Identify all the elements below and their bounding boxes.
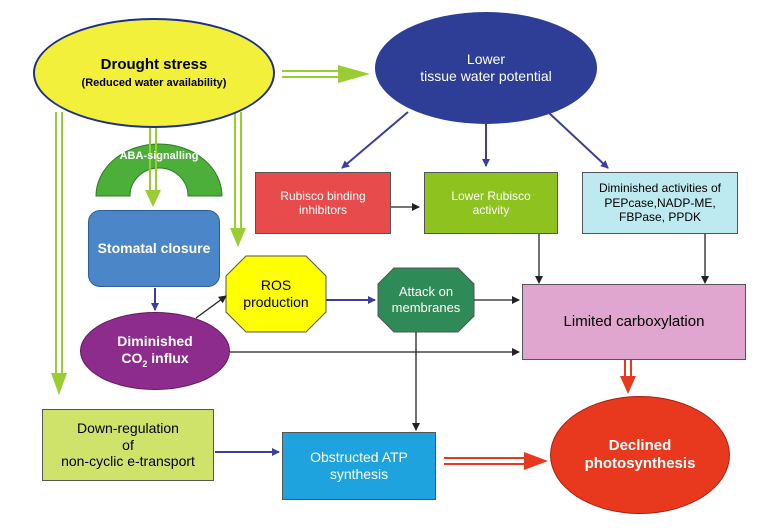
arrow-drought-to-ros xyxy=(230,112,246,247)
obstructed-atp-line1: Obstructed ATP xyxy=(310,449,408,466)
lower-water-potential-line1: Lower xyxy=(466,51,506,68)
diminished-enzymes-line1: Diminished activities of xyxy=(598,181,722,196)
stomatal-closure-node: Stomatal closure xyxy=(88,210,220,287)
lower-water-potential-node: Lower tissue water potential xyxy=(375,12,597,124)
obstructed-atp-node: Obstructed ATP synthesis xyxy=(282,432,436,500)
aba-signalling-label: ABA-signalling xyxy=(119,150,199,163)
arrow-drought-to-potential xyxy=(282,65,370,83)
rubisco-inhibitors-node: Rubisco binding inhibitors xyxy=(255,172,391,234)
lower-rubisco-node: Lower Rubisco activity xyxy=(424,172,558,234)
arrow-drought-to-downreg xyxy=(51,112,67,395)
attack-octagon xyxy=(377,267,475,333)
arrow-atp-to-declined xyxy=(444,452,548,470)
lower-rubisco-line2: activity xyxy=(472,203,510,217)
diminished-enzymes-line2: PEPcase,NADP-ME, xyxy=(604,195,716,210)
declined-line1: Declined xyxy=(608,437,672,454)
down-regulation-line3: non-cyclic e-transport xyxy=(61,453,195,470)
drought-stress-title: Drought stress xyxy=(100,55,208,73)
limited-carboxylation-node: Limited carboxylation xyxy=(522,284,746,360)
influx-text: influx xyxy=(147,349,189,366)
declined-photosynthesis-node: Declined photosynthesis xyxy=(550,396,730,514)
black-arrows xyxy=(195,203,709,431)
down-regulation-node: Down-regulation of non-cyclic e-transpor… xyxy=(42,409,214,481)
drought-stress-node: Drought stress (Reduced water availabili… xyxy=(33,18,275,128)
arrow-drought-to-stomatal xyxy=(145,128,161,207)
lower-water-potential-line2: tissue water potential xyxy=(420,68,552,84)
co2-subscript: 2 xyxy=(142,358,148,369)
purple-arrows xyxy=(151,111,609,456)
rubisco-inhibitors-line1: Rubisco binding xyxy=(280,188,366,203)
lower-rubisco-line1: Lower Rubisco xyxy=(451,188,531,203)
diminished-co2-node: Diminished CO2 influx xyxy=(80,312,230,390)
obstructed-atp-line2: synthesis xyxy=(329,466,389,482)
ros-production-text: ROS production xyxy=(226,256,326,332)
rubisco-inhibitors-line2: inhibitors xyxy=(298,203,348,217)
down-regulation-line1: Down-regulation xyxy=(77,419,179,436)
attack-membranes-text: Attack on membranes xyxy=(378,268,474,332)
ros-octagon xyxy=(225,255,327,333)
co2-text: CO xyxy=(121,349,143,366)
ros-line1: ROS xyxy=(260,277,292,294)
ros-line2: production xyxy=(243,294,309,310)
attack-line2: membranes xyxy=(391,300,461,315)
aba-signalling-arch xyxy=(95,143,223,197)
diminished-enzymes-node: Diminished activities of PEPcase,NADP-ME… xyxy=(582,172,738,234)
stomatal-closure-label: Stomatal closure xyxy=(97,240,211,257)
diminished-co2-line1: Diminished xyxy=(117,332,193,349)
arrow-carboxylation-to-declined xyxy=(620,360,636,394)
limited-carboxylation-label: Limited carboxylation xyxy=(563,313,705,330)
diminished-co2-line2: CO2 influx xyxy=(121,350,188,370)
declined-line2: photosynthesis xyxy=(584,455,696,472)
attack-line1: Attack on xyxy=(398,284,454,300)
down-regulation-line2: of xyxy=(122,436,134,453)
diminished-enzymes-line3: FBPase, PPDK xyxy=(618,210,702,225)
drought-stress-subtitle: (Reduced water availability) xyxy=(81,76,227,89)
